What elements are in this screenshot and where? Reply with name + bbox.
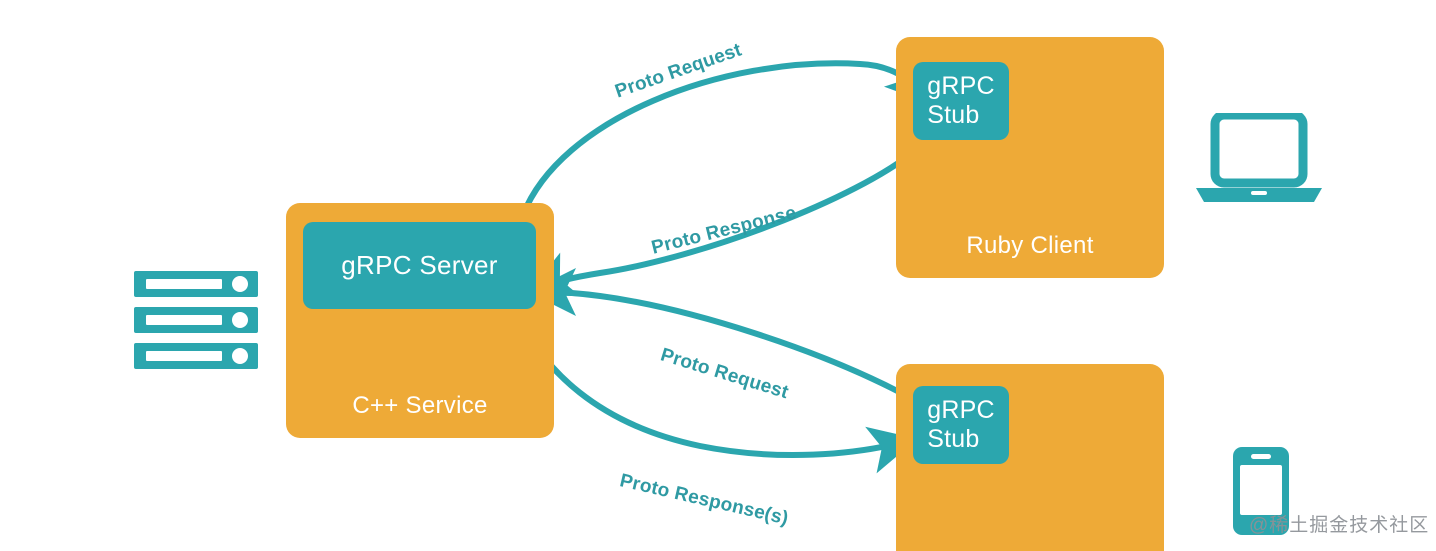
grpc-server-inner-box[interactable]: gRPC Server xyxy=(303,222,536,309)
grpc-server-label: gRPC Server xyxy=(341,250,498,280)
watermark-handle: @稀土掘金技术社区 xyxy=(1249,515,1430,536)
grpc-stub-ruby-box[interactable]: gRPC Stub xyxy=(913,62,1009,140)
grpc-stub-ruby-label: gRPC Stub xyxy=(927,71,995,130)
node-ruby-client-caption: Ruby Client xyxy=(966,232,1094,259)
edge-top-request-path xyxy=(520,53,935,218)
grpc-stub-mobile-label: gRPC Stub xyxy=(927,395,995,454)
node-cpp-service-caption: C++ Service xyxy=(352,392,488,419)
watermark: @稀土掘金技术社区 xyxy=(1249,510,1429,537)
server-rack-icon xyxy=(134,271,258,369)
edge-bot-request-path xyxy=(528,268,908,398)
laptop-icon xyxy=(1194,110,1324,205)
grpc-stub-mobile-box[interactable]: gRPC Stub xyxy=(913,386,1009,464)
phone-icon xyxy=(1233,447,1289,535)
edge-bot-response-path xyxy=(513,305,918,474)
